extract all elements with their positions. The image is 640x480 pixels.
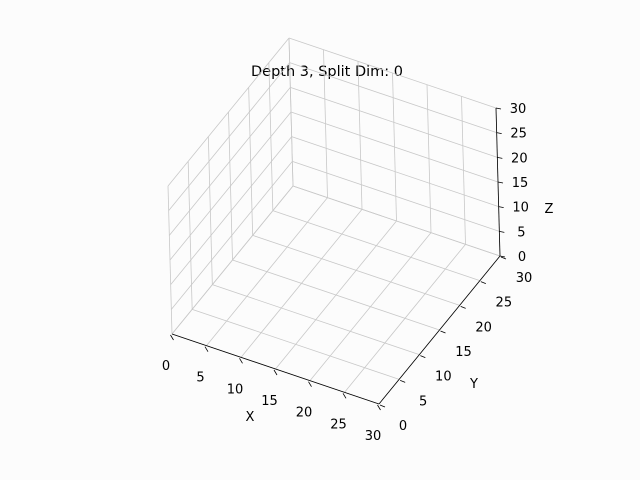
z-tick-mark	[499, 255, 506, 258]
z-tick-label: 30	[510, 102, 527, 117]
x-tick-label: 10	[227, 382, 244, 397]
x-tick-mark	[273, 369, 278, 376]
x-tick-label: 0	[162, 359, 170, 374]
y-tick-mark	[379, 404, 386, 408]
y-tick-label: 30	[516, 271, 533, 286]
back-wall-grid-z	[292, 185, 501, 257]
back-wall-grid-z	[289, 62, 497, 134]
z-tick-mark	[495, 107, 502, 110]
z-tick-mark	[499, 230, 505, 233]
x-tick-mark	[377, 404, 381, 411]
left-wall-grid-z	[168, 62, 290, 211]
left-wall-grid-z	[169, 87, 291, 236]
z-tick-mark	[498, 206, 504, 209]
y-tick-label: 10	[435, 370, 452, 385]
x-tick-mark	[342, 393, 347, 399]
x-tick-mark	[308, 381, 312, 387]
z-tick-label: 15	[512, 176, 529, 191]
x-axis-line	[171, 333, 380, 405]
z-tick-label: 20	[511, 151, 528, 166]
y-tick-label: 25	[496, 296, 513, 311]
floor-grid-y	[252, 234, 460, 306]
y-tick-mark	[500, 256, 507, 260]
x-tick-label: 15	[261, 394, 278, 409]
y-tick-mark	[460, 305, 466, 309]
y-tick-label: 0	[399, 419, 407, 434]
left-wall-grid-z	[170, 136, 292, 285]
x-tick-label: 20	[296, 406, 313, 421]
chart-title: Depth 3, Split Dim: 0	[251, 64, 403, 80]
back-wall-grid-z	[292, 160, 500, 232]
y-tick-mark	[480, 281, 486, 285]
y-tick-mark	[440, 330, 446, 334]
back-wall-grid-z	[291, 136, 499, 208]
x-tick-label: 5	[196, 371, 204, 386]
y-tick-mark	[420, 355, 426, 359]
y-tick-mark	[400, 379, 406, 383]
z-tick-mark	[497, 181, 504, 184]
floor-grid-y	[272, 210, 480, 282]
y-axis-line	[378, 255, 501, 405]
axis-lines	[171, 107, 501, 405]
back-wall-grid-z	[290, 111, 499, 183]
y-tick-label: 5	[419, 394, 427, 409]
z-axis-label: Z	[545, 202, 554, 217]
x-tick-label: 30	[365, 429, 382, 444]
x-tick-label: 25	[330, 417, 347, 432]
z-tick-mark	[496, 132, 502, 135]
y-tick-label: 20	[475, 320, 492, 335]
floor-grid-y	[232, 259, 440, 331]
y-tick-label: 15	[455, 345, 472, 360]
left-wall-grid-z	[167, 37, 290, 187]
grid-lines	[167, 37, 501, 405]
y-axis-label: Y	[469, 377, 478, 392]
z-tick-mark	[497, 156, 503, 159]
floor-grid-y	[212, 284, 420, 356]
left-wall-grid-z	[169, 111, 292, 261]
x-tick-mark	[239, 358, 243, 364]
z-tick-label: 5	[517, 225, 525, 240]
back-wall-grid-z	[290, 86, 498, 158]
back-wall-grid-z	[288, 37, 497, 109]
left-wall-grid-z	[171, 161, 293, 310]
z-tick-label: 25	[510, 127, 527, 142]
floor-grid-y	[192, 308, 400, 380]
z-tick-label: 10	[512, 201, 529, 216]
x-tick-mark	[204, 346, 209, 352]
x-axis-label: X	[246, 410, 255, 425]
left-wall-grid-z	[171, 185, 294, 335]
z-tick-label: 0	[518, 250, 526, 265]
x-tick-mark	[170, 334, 174, 341]
